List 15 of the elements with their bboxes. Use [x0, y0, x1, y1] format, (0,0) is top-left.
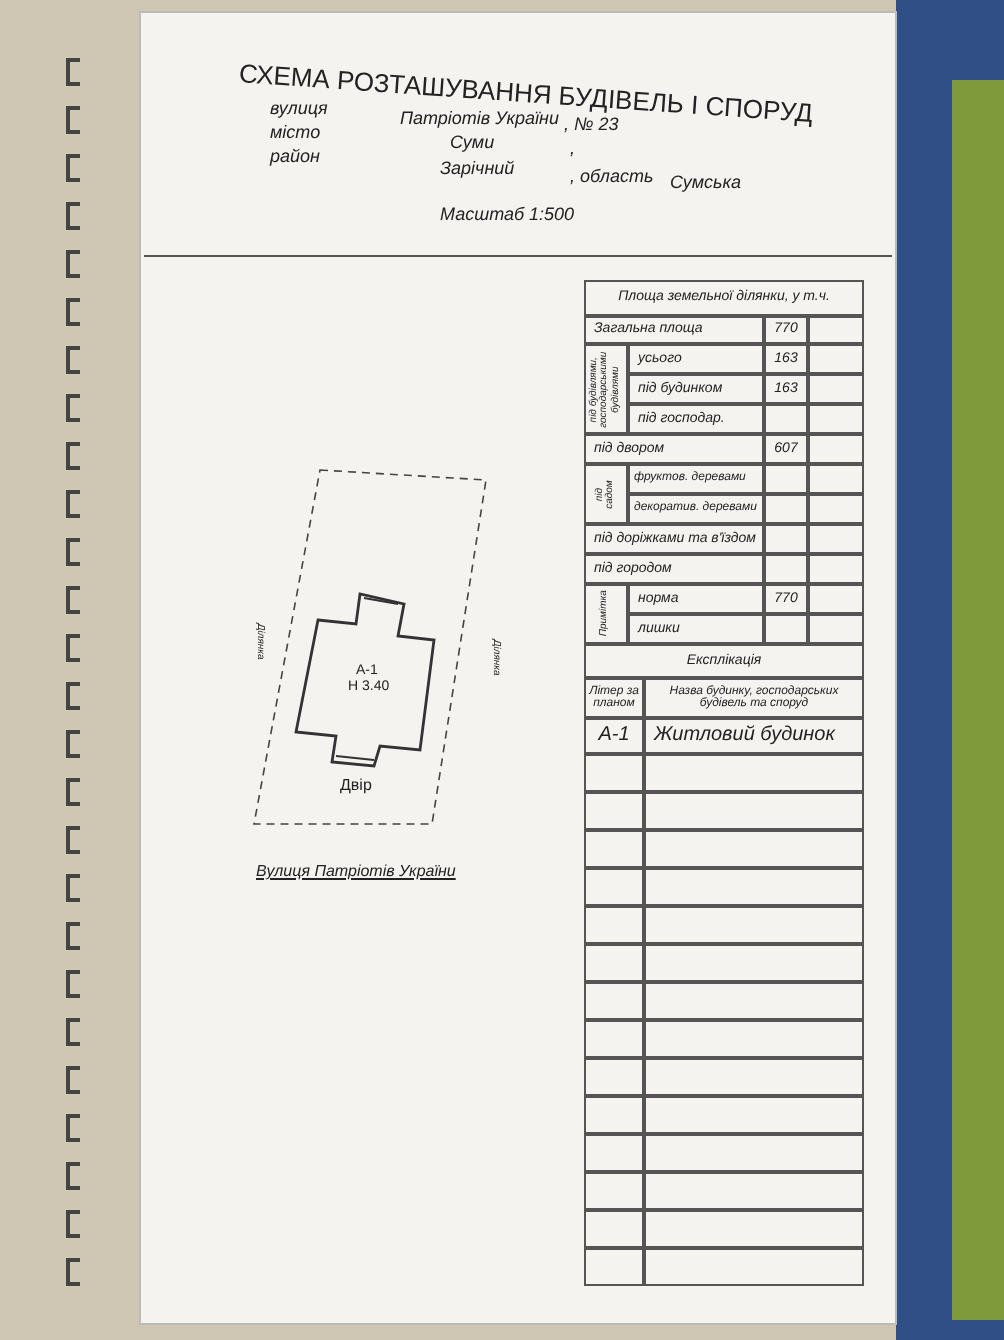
field-value: , [570, 140, 576, 160]
field-label: район [270, 148, 320, 168]
street-name: Вулиця Патріотів України [256, 864, 456, 882]
field-value: Патріотів України [400, 110, 559, 130]
table-cell: А-1 [584, 718, 644, 754]
field-label: вулиця [270, 100, 328, 120]
field-value: , область [570, 168, 654, 188]
field-value: Сумська [670, 174, 741, 194]
field-value: Суми [450, 134, 495, 154]
field-value: Зарічний [440, 160, 515, 180]
field-value: , № 23 [564, 116, 619, 136]
table-cell: Житловий будинок [644, 718, 864, 754]
scale-text: Масштаб 1:500 [440, 206, 575, 226]
yard-label: Двір [340, 778, 372, 796]
field-label: місто [270, 124, 321, 144]
